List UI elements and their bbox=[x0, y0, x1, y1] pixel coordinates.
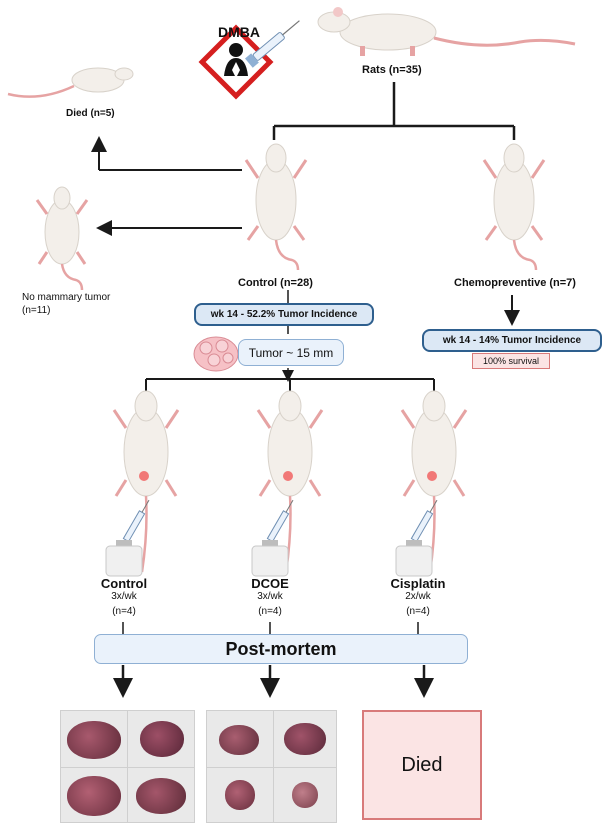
vial-icon-cisplatin bbox=[395, 540, 433, 577]
tumor-size-box: Tumor ~ 15 mm bbox=[238, 339, 344, 366]
died-top-label: Died (n=5) bbox=[66, 108, 115, 119]
control-incidence-box: wk 14 - 52.2% Tumor Incidence bbox=[194, 303, 374, 326]
treatment-n-dcoe: (n=4) bbox=[258, 606, 282, 617]
tissue-photo-dcoe-2 bbox=[273, 710, 337, 768]
chemo-survival-box: 100% survival bbox=[472, 353, 550, 369]
control-group-label: Control (n=28) bbox=[238, 277, 313, 289]
no-tumor-label: No mammary tumor bbox=[22, 292, 111, 303]
tumor-icon bbox=[193, 336, 239, 372]
rat-icon-treatment-dcoe bbox=[256, 390, 324, 573]
rat-icon-chemopreventive bbox=[482, 143, 546, 271]
treatment-name-cisplatin: Cisplatin bbox=[390, 576, 446, 591]
dmba-label: DMBA bbox=[218, 24, 260, 40]
rats-label: Rats (n=35) bbox=[362, 64, 422, 76]
rat-icon-no-tumor bbox=[35, 186, 89, 291]
tissue-photo-control-3 bbox=[60, 767, 128, 823]
treatment-dose-dcoe: 3x/wk bbox=[257, 591, 283, 602]
vial-icon-dcoe bbox=[251, 540, 289, 577]
chemo-incidence-box: wk 14 - 14% Tumor Incidence bbox=[422, 329, 602, 352]
chemopreventive-label: Chemopreventive (n=7) bbox=[454, 277, 576, 289]
treatment-n-control: (n=4) bbox=[112, 606, 136, 617]
died-box: Died bbox=[362, 710, 482, 820]
tissue-photo-control-1 bbox=[60, 710, 128, 768]
vial-icon-control bbox=[105, 540, 143, 577]
tissue-photo-dcoe-3 bbox=[206, 767, 274, 823]
tissue-photo-control-4 bbox=[127, 767, 195, 823]
tissue-photo-control-2 bbox=[127, 710, 195, 768]
rat-icon-treatment-control bbox=[112, 390, 180, 573]
no-tumor-count: (n=11) bbox=[22, 305, 51, 316]
rat-icon-died bbox=[7, 67, 134, 98]
rat-icon-control bbox=[244, 143, 308, 271]
treatment-name-control: Control bbox=[100, 576, 148, 591]
treatment-n-cisplatin: (n=4) bbox=[406, 606, 430, 617]
postmortem-box: Post-mortem bbox=[94, 634, 468, 664]
tissue-photo-dcoe-4 bbox=[273, 767, 337, 823]
tissue-photo-dcoe-1 bbox=[206, 710, 274, 768]
treatment-dose-cisplatin: 2x/wk bbox=[405, 591, 431, 602]
treatment-name-dcoe: DCOE bbox=[251, 576, 289, 591]
health-hazard-symbol-icon bbox=[224, 43, 248, 78]
rat-icon-top bbox=[317, 7, 576, 56]
syringe-icon bbox=[245, 20, 300, 68]
treatment-dose-control: 3x/wk bbox=[111, 591, 137, 602]
